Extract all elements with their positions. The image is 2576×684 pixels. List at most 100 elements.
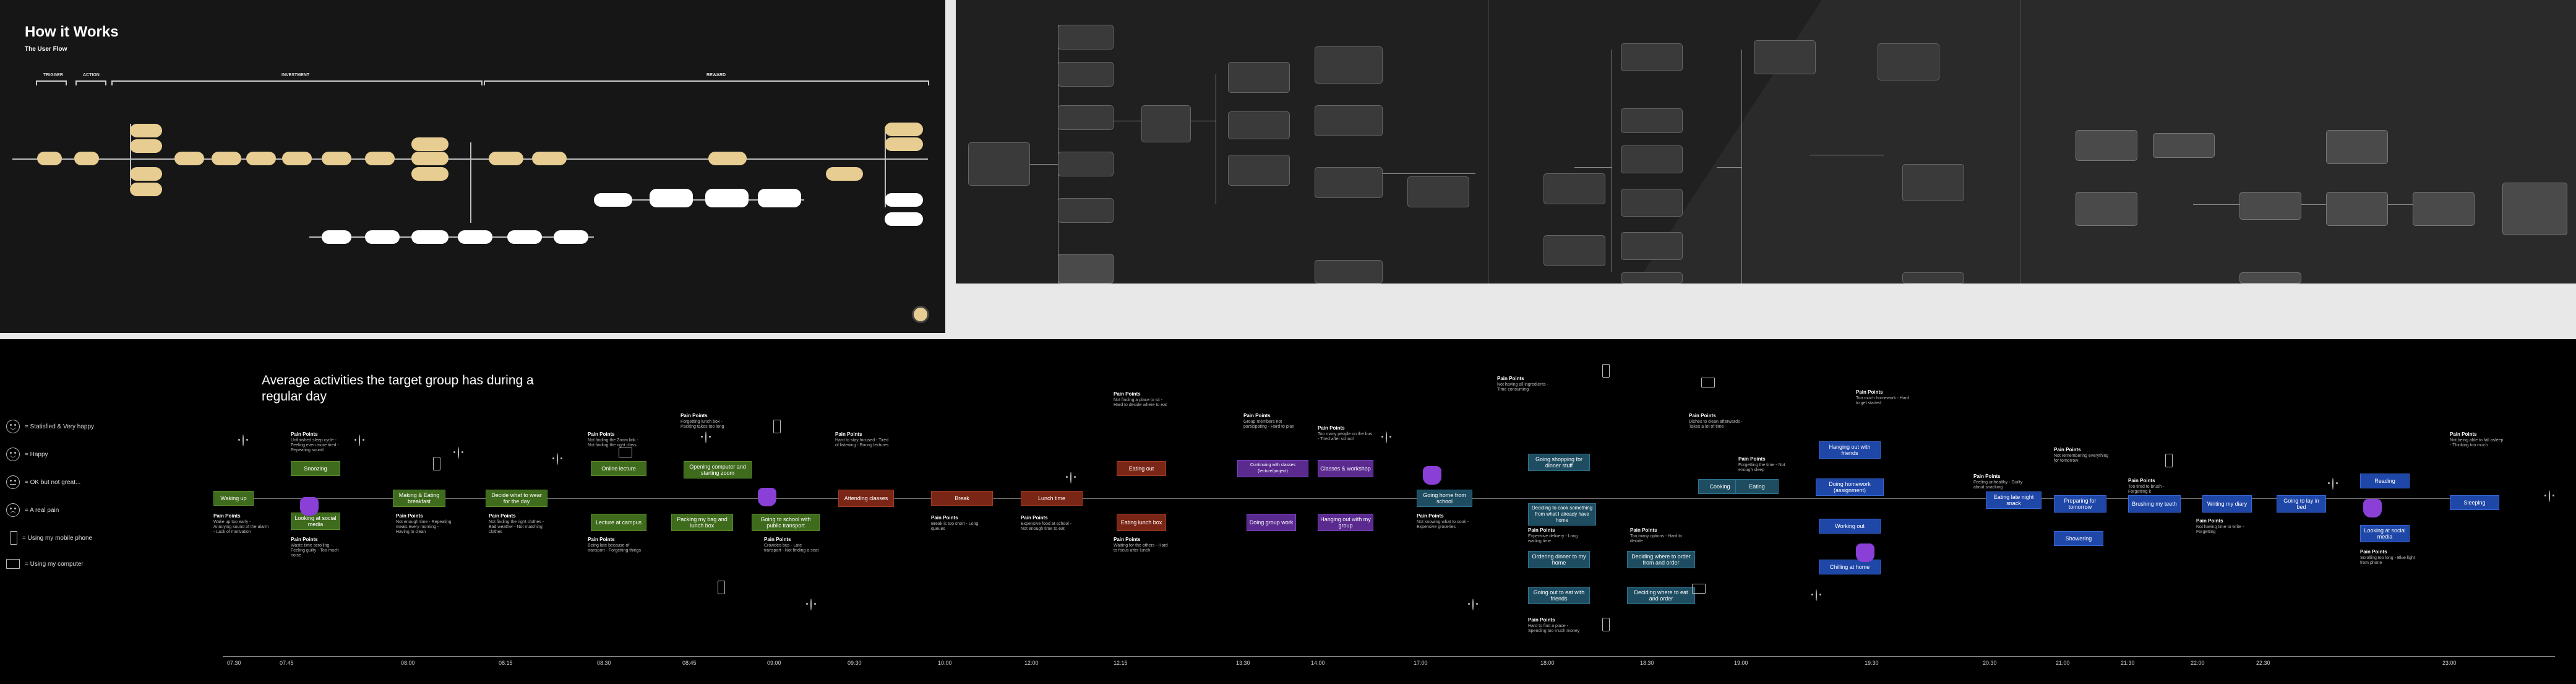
- time-label: 21:30: [2121, 660, 2135, 666]
- panel-divider: [945, 0, 956, 333]
- legend-item: = Happy: [6, 448, 48, 461]
- sad-face-icon: [557, 453, 558, 465]
- journey-panel: Average activities the target group has …: [0, 339, 2576, 684]
- activity-box: Going home from school: [1417, 490, 1472, 507]
- flow-box: [2502, 183, 2567, 235]
- brand-logo-icon: [912, 306, 929, 323]
- activity-box: Sleeping: [2450, 495, 2499, 510]
- activity-box: Doing homework (assignment): [1816, 478, 1884, 496]
- activity-box: Cooking: [1698, 479, 1741, 494]
- activity-box: Chilling at home: [1819, 560, 1881, 574]
- time-label: 12:00: [1024, 660, 1039, 666]
- connector: [1717, 167, 1741, 168]
- activity-box: Hanging out with my group: [1318, 514, 1373, 531]
- flow-box: [1315, 167, 1383, 198]
- flow-box: [1058, 62, 1114, 87]
- connector: [1741, 50, 1742, 284]
- computer-icon: [1701, 378, 1715, 387]
- flow-sub-line: [594, 199, 804, 201]
- neutral-face-icon: [2332, 478, 2333, 490]
- time-label: 07:30: [227, 660, 241, 666]
- flow-subtitle: The User Flow: [25, 46, 67, 53]
- time-label: 09:00: [767, 660, 781, 666]
- time-label: 08:00: [401, 660, 415, 666]
- activity-box: Classes & workshop: [1318, 460, 1373, 477]
- time-label: 19:00: [1734, 660, 1748, 666]
- flow-node: [411, 152, 449, 165]
- activity-box: Eating late night snack: [1986, 491, 2041, 509]
- time-label: 22:30: [2256, 660, 2270, 666]
- sad-face-icon: [6, 503, 20, 517]
- panel-divider: [945, 284, 2576, 333]
- flow-box: [1058, 152, 1114, 176]
- activity-box: Break: [931, 491, 993, 506]
- flow-node: [282, 152, 312, 165]
- time-label: 21:00: [2056, 660, 2070, 666]
- flow-box: [2326, 192, 2388, 226]
- flow-node: [322, 230, 351, 244]
- flow-branch-line: [885, 127, 886, 207]
- flow-box: [1543, 235, 1605, 266]
- flow-box: [1878, 43, 1939, 80]
- mobile-phone-icon: [773, 420, 781, 433]
- legend-item: = Using my mobile phone: [10, 531, 92, 545]
- activity-box: Eating out: [1117, 461, 1166, 476]
- activity-box: Snoozing: [291, 461, 340, 476]
- activity-box: Lunch time: [1021, 491, 1083, 506]
- mobile-phone-icon: [10, 531, 17, 545]
- flow-box: [2239, 192, 2301, 220]
- activity-box: Continuing with classes (lecture/project…: [1237, 460, 1308, 477]
- flow-node: [650, 189, 693, 207]
- investment-label: INVESTMENT: [281, 73, 310, 77]
- activity-box: Showering: [2054, 531, 2103, 546]
- flow-box: [1902, 272, 1964, 284]
- activity-box: Deciding where to order from and order: [1627, 551, 1695, 568]
- panel-divider: [0, 333, 2576, 339]
- flow-box: [2326, 130, 2388, 164]
- time-label: 18:00: [1540, 660, 1555, 666]
- activity-box: Going to lay in bed: [2277, 495, 2326, 513]
- flow-node: [37, 152, 62, 165]
- flow-title: How it Works: [25, 24, 119, 40]
- flow-node: [411, 230, 449, 244]
- time-label: 19:30: [1865, 660, 1879, 666]
- mascot-icon: [2363, 499, 2382, 517]
- sad-face-icon: [1472, 599, 1474, 610]
- investment-bracket: [111, 80, 483, 85]
- time-label: 13:30: [1236, 660, 1250, 666]
- activity-box: Going shopping for dinner stuff: [1528, 454, 1590, 471]
- time-label: 07:45: [280, 660, 294, 666]
- time-label: 08:15: [499, 660, 513, 666]
- activity-box: Preparing for tomorrow: [2054, 495, 2106, 513]
- activity-box: Writing my diary: [2202, 495, 2252, 513]
- flow-box: [2153, 133, 2215, 158]
- neutral-face-icon: [359, 435, 360, 446]
- legend-item: = Using my computer: [6, 559, 84, 569]
- action-bracket: [75, 80, 106, 85]
- flow-node: [507, 230, 542, 244]
- flow-node: [458, 230, 492, 244]
- flow-box: [1058, 105, 1114, 130]
- flow-node: [130, 139, 162, 153]
- neutral-face-icon: [1386, 431, 1387, 443]
- mobile-phone-icon: [433, 457, 440, 470]
- flow-node: [130, 167, 162, 181]
- flow-box: [1058, 25, 1114, 50]
- reward-bracket: [484, 80, 929, 85]
- flow-node: [885, 212, 923, 226]
- activity-box: Decide what to wear for the day: [486, 490, 547, 507]
- flow-node: [411, 137, 449, 151]
- flow-box: [1621, 272, 1683, 284]
